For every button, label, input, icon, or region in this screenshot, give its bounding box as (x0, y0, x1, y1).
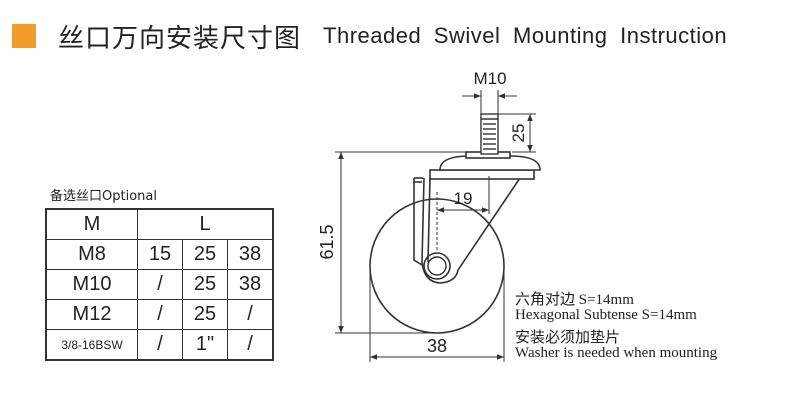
table-cell-l: 25 (182, 269, 228, 300)
title-english: Threaded Swivel Mounting Instruction (323, 23, 728, 48)
axle-inner (427, 256, 447, 276)
title-chinese: 丝口万向安装尺寸图 (58, 23, 302, 54)
table-row: M8 15 25 38 (45, 239, 274, 270)
threaded-stem (480, 113, 499, 155)
wheel-diameter-label: 38 (427, 336, 447, 356)
table-cell-m: M12 (45, 299, 138, 330)
height-label: 61.5 (317, 224, 337, 259)
table-cell-l: 15 (137, 239, 183, 270)
orange-square-icon (12, 24, 36, 48)
page-header: 丝口万向安装尺寸图 Threaded Swivel Mounting Instr… (12, 19, 728, 54)
table-cell-m: 3/8-16BSW (45, 329, 138, 361)
table-row: 3/8-16BSW / 1" / (45, 329, 274, 361)
table-cell-l: 38 (227, 239, 274, 270)
table-cell-l: 25 (182, 299, 228, 330)
stem-length-label: 25 (509, 124, 528, 143)
offset-dimension-lines (436, 176, 490, 252)
wheel-diameter-dimension-lines (369, 266, 505, 362)
top-plate (429, 151, 541, 180)
table-row: M12 / 25 / (45, 299, 274, 330)
table-cell-l: / (137, 329, 183, 361)
fork-bracket (413, 177, 521, 284)
thread-size-label: M10 (473, 69, 506, 88)
table-row: M10 / 25 38 (45, 269, 274, 300)
optional-thread-label: 备选丝口Optional (50, 189, 157, 204)
note-hex-en: Hexagonal Subtense S=14mm (515, 307, 697, 323)
note-washer-en: Washer is needed when mounting (515, 345, 718, 361)
note-hex-cn: 六角对边 S=14mm (515, 292, 634, 308)
table-cell-l: / (227, 329, 274, 361)
table-cell-l: 25 (182, 239, 228, 270)
table-cell-m: M10 (45, 269, 138, 300)
m10-dimension-lines (462, 90, 517, 114)
offset-label: 19 (454, 189, 473, 208)
stem-length-dimension-lines (498, 113, 536, 153)
thread-options-table: M L M8 15 25 38 M10 / 25 38 M12 / 25 / 3… (45, 208, 274, 361)
table-cell-l: 1" (182, 329, 228, 361)
table-cell-l: 38 (227, 269, 274, 300)
table-cell-l: / (227, 299, 274, 330)
height-dimension-lines (335, 151, 466, 334)
note-washer-cn: 安装必须加垫片 (515, 330, 621, 346)
